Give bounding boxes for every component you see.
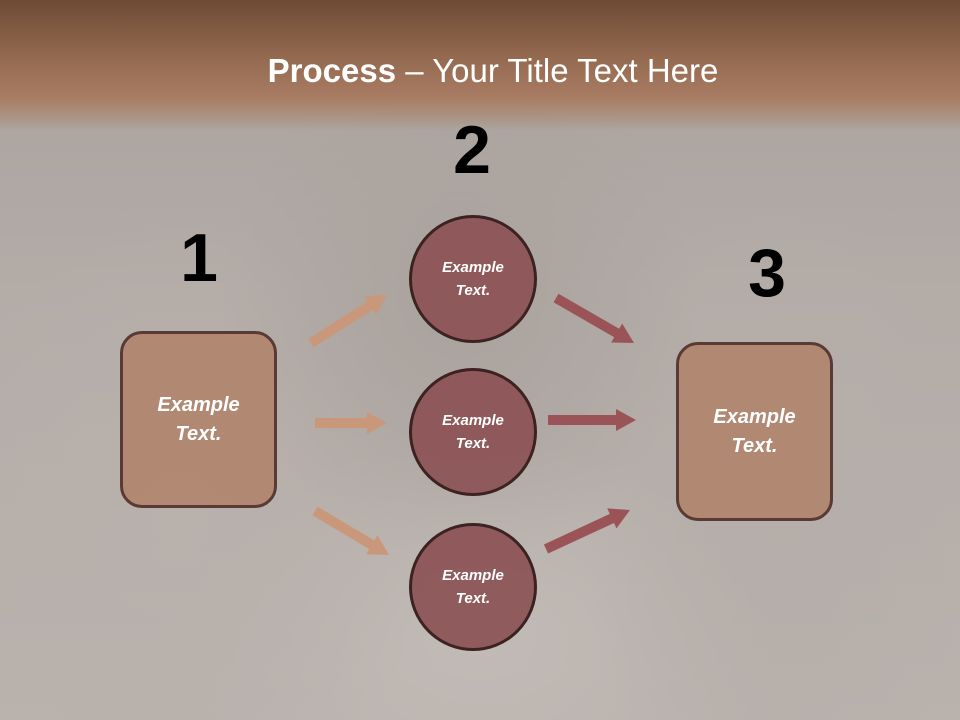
arrow-left-to-circle-1 [308, 295, 387, 348]
circle-3-label: Example Text. [442, 567, 504, 607]
circle-2-label: Example Text. [442, 412, 504, 452]
right-box-label: Example Text. [713, 405, 796, 457]
title-bold: Process [267, 52, 397, 89]
step-number-3: 3 [748, 235, 786, 311]
arrow-left-to-circle-3 [312, 506, 389, 555]
step-number-2: 2 [453, 112, 491, 188]
arrow-circle-2-to-right [548, 409, 636, 431]
right-box[interactable]: Example Text. [676, 342, 833, 521]
step-number-1: 1 [180, 220, 218, 296]
arrow-circle-3-to-right [543, 508, 630, 554]
circle-3[interactable]: Example Text. [409, 523, 537, 651]
title-bar [0, 0, 960, 130]
left-box[interactable]: Example Text. [120, 331, 277, 508]
circle-1[interactable]: Example Text. [409, 215, 537, 343]
circle-2[interactable]: Example Text. [409, 368, 537, 496]
arrow-circle-1-to-right [553, 293, 634, 343]
slide-title[interactable]: Process – Your Title Text Here [0, 52, 960, 90]
arrow-left-to-circle-2 [315, 412, 387, 434]
title-rest: – Your Title Text Here [396, 52, 719, 89]
left-box-label: Example Text. [157, 393, 240, 445]
circle-1-label: Example Text. [442, 259, 504, 299]
